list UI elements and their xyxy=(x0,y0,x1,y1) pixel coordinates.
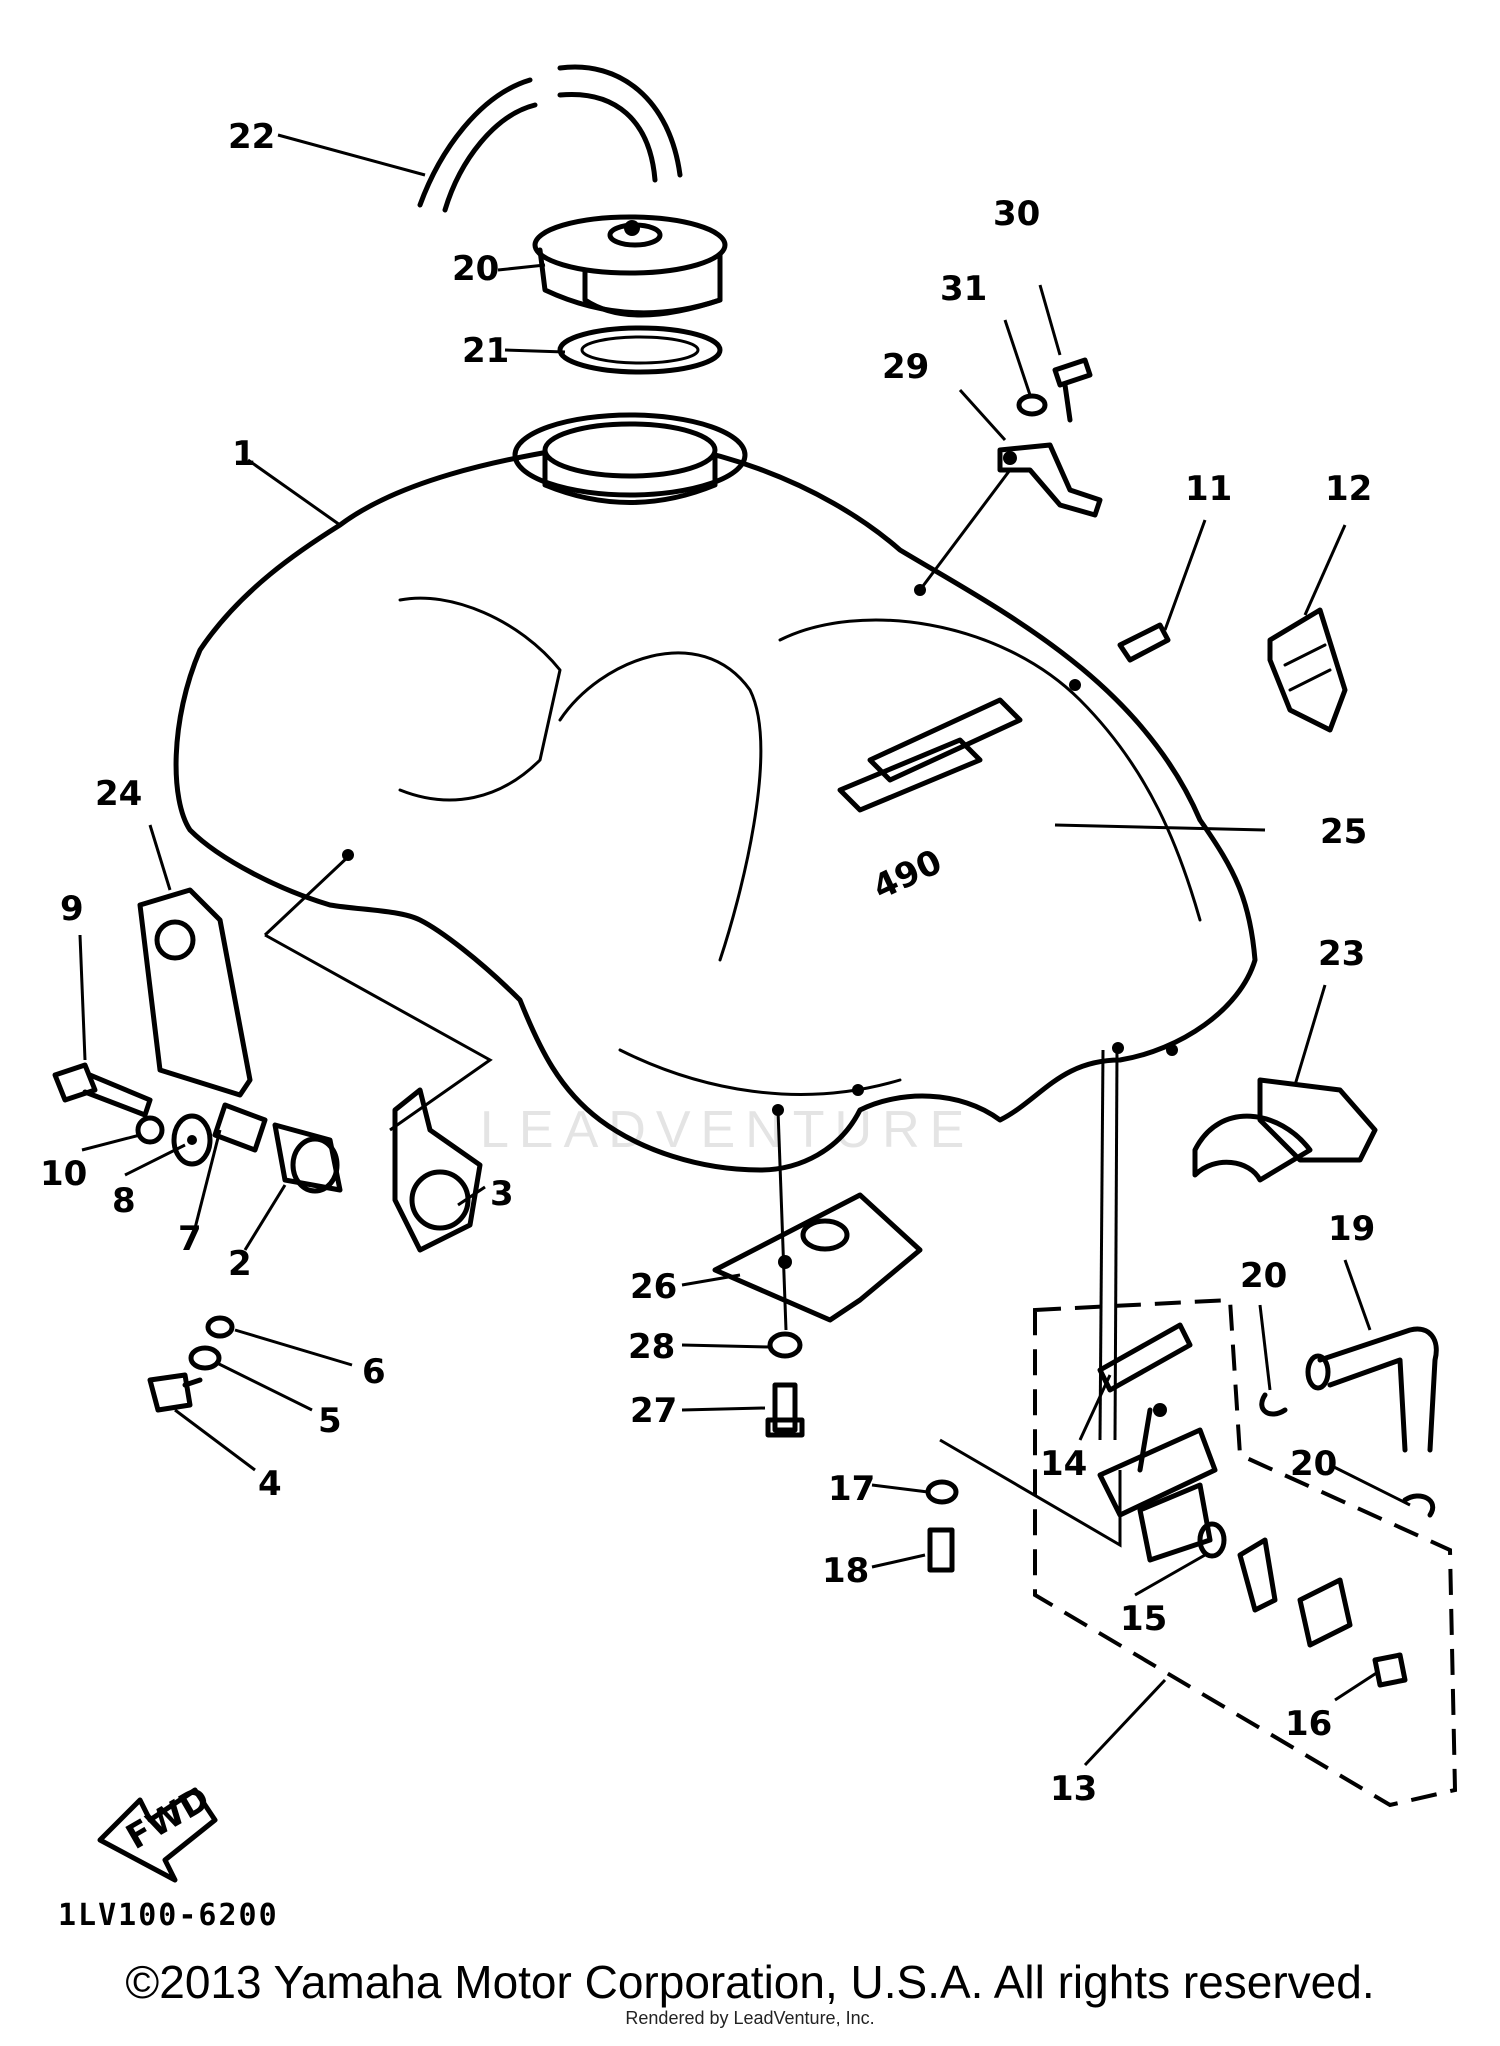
part-18-bolt[interactable] xyxy=(927,1527,955,1573)
part-23-breather-hose[interactable] xyxy=(417,64,683,213)
part-14-fuel-cock[interactable] xyxy=(1097,1322,1218,1563)
part-22-cap-gasket[interactable] xyxy=(557,325,723,375)
callout-12: 12 xyxy=(1325,469,1372,509)
part-16-screw[interactable] xyxy=(1372,1652,1408,1688)
callout-15: 15 xyxy=(1120,1599,1167,1639)
part-31-screw[interactable] xyxy=(1052,357,1093,423)
callout-16: 16 xyxy=(1285,1704,1332,1744)
part-17-washer[interactable] xyxy=(925,1479,959,1505)
callout-5: 5 xyxy=(318,1401,342,1441)
callout-20-upper: 20 xyxy=(1240,1256,1287,1296)
part-19-fuel-hose[interactable] xyxy=(1305,1326,1439,1453)
part-7-collar[interactable] xyxy=(212,1102,268,1153)
callout-3: 3 xyxy=(490,1174,514,1214)
callout-32: 31 xyxy=(940,269,987,309)
callout-2: 2 xyxy=(228,1244,252,1284)
part-30-bracket[interactable] xyxy=(997,442,1103,518)
callout-11: 11 xyxy=(1185,469,1232,509)
copyright-notice: ©2013 Yamaha Motor Corporation, U.S.A. A… xyxy=(125,1956,1375,2008)
part-1-fuel-tank[interactable] xyxy=(173,412,1258,1173)
leader-lines xyxy=(78,133,1411,1767)
part-20-hose-clip-upper[interactable] xyxy=(1259,1392,1288,1417)
fwd-label: FWD xyxy=(120,1779,217,1858)
callout-14: 14 xyxy=(1040,1444,1087,1484)
part-6-collar[interactable] xyxy=(205,1315,235,1339)
part-4-bolt[interactable] xyxy=(147,1372,203,1413)
part-13-fuel-cock-assembly-outline xyxy=(1033,1297,1458,1808)
callout-25: 24 xyxy=(95,774,142,814)
part-29-nut[interactable] xyxy=(767,1331,803,1359)
callout-22: 21 xyxy=(462,331,509,371)
part-15-o-ring[interactable] xyxy=(1197,1521,1227,1559)
callout-26: 25 xyxy=(1320,812,1367,852)
callout-28: 27 xyxy=(630,1391,677,1431)
part-9-bolt[interactable] xyxy=(52,1062,153,1118)
callout-1: 1 xyxy=(232,434,256,474)
callout-19: 19 xyxy=(1328,1209,1375,1249)
callout-30: 29 xyxy=(882,347,929,387)
part-2-damper[interactable] xyxy=(272,1122,343,1194)
callout-31: 30 xyxy=(993,194,1040,234)
fwd-arrow: FWD xyxy=(97,1779,218,1883)
part-28-bolt[interactable] xyxy=(765,1382,805,1438)
callout-27: 26 xyxy=(630,1267,677,1307)
part-20-hose-clip-lower[interactable] xyxy=(1402,1493,1435,1518)
part-11-bolt[interactable] xyxy=(1117,622,1171,663)
callout-21: 20 xyxy=(452,249,499,289)
callout-17: 17 xyxy=(828,1469,875,1509)
part-32-washer[interactable] xyxy=(1016,393,1048,417)
tank-decal-text: 490 xyxy=(867,842,948,908)
callout-18: 18 xyxy=(822,1551,869,1591)
part-5-washer[interactable] xyxy=(188,1345,222,1371)
callout-7: 7 xyxy=(178,1219,202,1259)
callout-13: 13 xyxy=(1050,1769,1097,1809)
part-27-bracket[interactable] xyxy=(712,1192,923,1323)
part-3-bracket[interactable] xyxy=(392,1087,483,1253)
watermark: LEADVENTURE xyxy=(480,1101,975,1159)
callout-29: 28 xyxy=(628,1327,675,1367)
callout-6: 6 xyxy=(362,1352,386,1392)
render-note: Rendered by LeadVenture, Inc. xyxy=(625,2008,875,2028)
diagram-code: 1LV100-6200 xyxy=(58,1898,279,1933)
callout-24: 23 xyxy=(1318,934,1365,974)
callout-labels: 22 20 21 1 29 30 31 11 12 25 23 24 9 10 … xyxy=(40,117,1375,1809)
part-gasket-plate[interactable] xyxy=(1297,1577,1353,1648)
part-24-bracket[interactable] xyxy=(1192,1077,1378,1183)
part-8-washer[interactable] xyxy=(171,1113,213,1167)
callout-23: 22 xyxy=(228,117,275,157)
callout-4: 4 xyxy=(258,1464,282,1504)
part-26-emblem[interactable]: 490 xyxy=(837,697,1023,908)
part-strainer[interactable] xyxy=(1237,1537,1278,1613)
callout-8: 8 xyxy=(112,1181,136,1221)
part-12-bracket[interactable] xyxy=(1267,607,1348,733)
callout-9: 9 xyxy=(60,889,84,929)
part-10-nut[interactable] xyxy=(135,1115,165,1145)
callout-20-lower: 20 xyxy=(1290,1444,1337,1484)
callout-10: 10 xyxy=(40,1154,87,1194)
part-21-fuel-cap[interactable] xyxy=(532,214,728,318)
part-25-bracket[interactable] xyxy=(137,887,253,1098)
